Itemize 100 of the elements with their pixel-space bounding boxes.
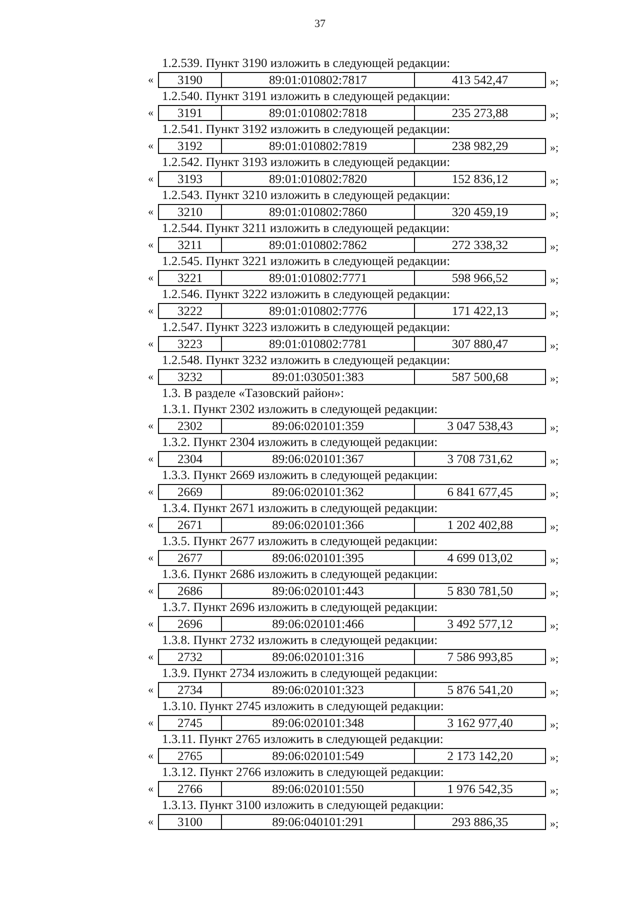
closing-quote: »; xyxy=(549,174,560,187)
closing-quote: »; xyxy=(549,817,560,830)
opening-quote: « xyxy=(148,106,154,118)
table-cell: 4 699 013,02 xyxy=(414,550,545,564)
instruction-text: 1.2.542. Пункт 3193 изложить в следующей редакции: xyxy=(161,154,452,170)
table-cell: 89:01:010802:7818 xyxy=(221,106,414,120)
closing-quote: »; xyxy=(549,718,560,731)
page-number: 37 xyxy=(314,18,326,30)
table-cell: 89:06:020101:362 xyxy=(221,484,414,498)
opening-quote: « xyxy=(148,206,154,218)
table-cell: 89:01:010802:7817 xyxy=(221,72,414,86)
table-cell: 307 880,47 xyxy=(414,336,545,350)
opening-quote: « xyxy=(148,750,154,762)
table-cell: 293 886,35 xyxy=(414,814,545,828)
table-cell-text: 3222 xyxy=(176,304,204,318)
table-cell: 5 876 541,20 xyxy=(414,682,545,696)
instruction-text: 1.2.546. Пункт 3222 изложить в следующей редакции: xyxy=(161,286,452,302)
table-cell: 89:06:020101:359 xyxy=(221,418,414,432)
opening-quote: « xyxy=(148,420,154,432)
table-cell: 2 173 142,20 xyxy=(414,748,545,762)
table-cell-text: 3190 xyxy=(176,72,204,86)
instruction-text: 1.3.13. Пункт 3100 изложить в следующей редакции: xyxy=(161,797,445,813)
closing-quote: »; xyxy=(549,487,560,500)
table-cell-text: 2696 xyxy=(176,616,204,630)
instruction-text: 1.2.540. Пункт 3191 изложить в следующей редакции: xyxy=(161,88,452,104)
opening-quote: « xyxy=(148,684,154,696)
table-cell-text: 3232 xyxy=(176,370,204,384)
opening-quote: « xyxy=(148,172,154,184)
table-cell: 272 338,32 xyxy=(414,238,545,252)
instruction-text: 1.2.545. Пункт 3221 изложить в следующей редакции: xyxy=(161,253,452,269)
instruction-text: 1.3.10. Пункт 2745 изложить в следующей редакции: xyxy=(161,698,445,714)
closing-quote: »; xyxy=(549,751,560,764)
instruction-text: 1.3.11. Пункт 2765 изложить в следующей редакции: xyxy=(161,731,444,747)
table-cell-text: 2669 xyxy=(176,484,204,498)
closing-quote: »; xyxy=(549,75,560,88)
table-cell: 89:06:020101:549 xyxy=(221,748,414,762)
instruction-text: 1.3.8. Пункт 2732 изложить в следующей редакции: xyxy=(161,632,439,648)
table-cell: 238 982,29 xyxy=(414,138,545,152)
closing-quote: »; xyxy=(549,372,560,385)
table-cell: 1 202 402,88 xyxy=(414,518,545,532)
table-cell-text: 2671 xyxy=(176,518,204,532)
table-cell: 89:01:030501:383 xyxy=(221,370,414,384)
table-cell: 89:01:010802:7820 xyxy=(221,172,414,186)
instruction-text: 1.3.6. Пункт 2686 изложить в следующей редакции: xyxy=(161,566,439,582)
instruction-text: 1.3.4. Пункт 2671 изложить в следующей редакции: xyxy=(161,500,439,516)
table-cell: 89:06:020101:316 xyxy=(221,650,414,664)
instruction-text: 1.2.543. Пункт 3210 изложить в следующей редакции: xyxy=(161,187,452,203)
table-cell-text: 2302 xyxy=(176,418,204,432)
closing-quote: »; xyxy=(549,454,560,467)
closing-quote: »; xyxy=(549,141,560,154)
table-cell-text: 2677 xyxy=(176,550,204,564)
closing-quote: »; xyxy=(549,306,560,319)
closing-quote: »; xyxy=(549,619,560,632)
table-cell: 89:06:020101:367 xyxy=(221,452,414,466)
opening-quote: « xyxy=(148,304,154,316)
opening-quote: « xyxy=(148,552,154,564)
table-cell: 3 708 731,62 xyxy=(414,452,545,466)
opening-quote: « xyxy=(148,584,154,596)
table-cell: 89:06:020101:395 xyxy=(221,550,414,564)
table-cell-text: 2745 xyxy=(176,716,204,730)
table-cell-text: 2766 xyxy=(176,782,204,796)
closing-quote: »; xyxy=(549,784,560,797)
table-cell: 89:01:010802:7776 xyxy=(221,304,414,318)
table-cell: 89:06:020101:443 xyxy=(221,584,414,598)
opening-quote: « xyxy=(148,272,154,284)
table-cell-text: 3223 xyxy=(176,336,204,350)
table-cell: 6 841 677,45 xyxy=(414,484,545,498)
opening-quote: « xyxy=(148,74,154,86)
instruction-text: 1.3.9. Пункт 2734 изложить в следующей редакции: xyxy=(161,665,439,681)
table-cell: 89:06:020101:323 xyxy=(221,682,414,696)
table-cell: 5 830 781,50 xyxy=(414,584,545,598)
table-cell: 3 162 977,40 xyxy=(414,716,545,730)
table-cell-text: 2304 xyxy=(176,452,204,466)
instruction-text: 1.2.548. Пункт 3232 изложить в следующей редакции: xyxy=(161,352,452,368)
table-cell: 235 273,88 xyxy=(414,106,545,120)
instruction-text: 1.2.539. Пункт 3190 изложить в следующей редакции: xyxy=(161,55,452,71)
table-cell: 89:01:010802:7771 xyxy=(221,270,414,284)
instruction-text: 1.3.3. Пункт 2669 изложить в следующей редакции: xyxy=(161,467,439,483)
table-cell-text: 3193 xyxy=(176,172,204,186)
table-cell-text: 2734 xyxy=(176,682,204,696)
table-cell: 3 047 538,43 xyxy=(414,418,545,432)
table-cell-text: 2686 xyxy=(176,584,204,598)
table-cell-text: 3211 xyxy=(176,238,204,252)
instruction-text: 1.2.541. Пункт 3192 изложить в следующей редакции: xyxy=(161,121,452,137)
table-cell: 89:06:020101:550 xyxy=(221,782,414,796)
table-cell-text: 3192 xyxy=(176,138,204,152)
opening-quote: « xyxy=(148,338,154,350)
opening-quote: « xyxy=(148,782,154,794)
table-cell-text: 3100 xyxy=(176,814,204,828)
table-cell: 598 966,52 xyxy=(414,270,545,284)
table-cell-text: 2765 xyxy=(176,748,204,762)
closing-quote: »; xyxy=(549,421,560,434)
table-cell: 89:06:020101:366 xyxy=(221,518,414,532)
table-cell-text: 3191 xyxy=(176,106,204,120)
closing-quote: »; xyxy=(549,108,560,121)
table-cell: 413 542,47 xyxy=(414,72,545,86)
table-cell: 171 422,13 xyxy=(414,304,545,318)
table-cell: 89:06:040101:291 xyxy=(221,814,414,828)
table-cell: 152 836,12 xyxy=(414,172,545,186)
closing-quote: »; xyxy=(549,652,560,665)
